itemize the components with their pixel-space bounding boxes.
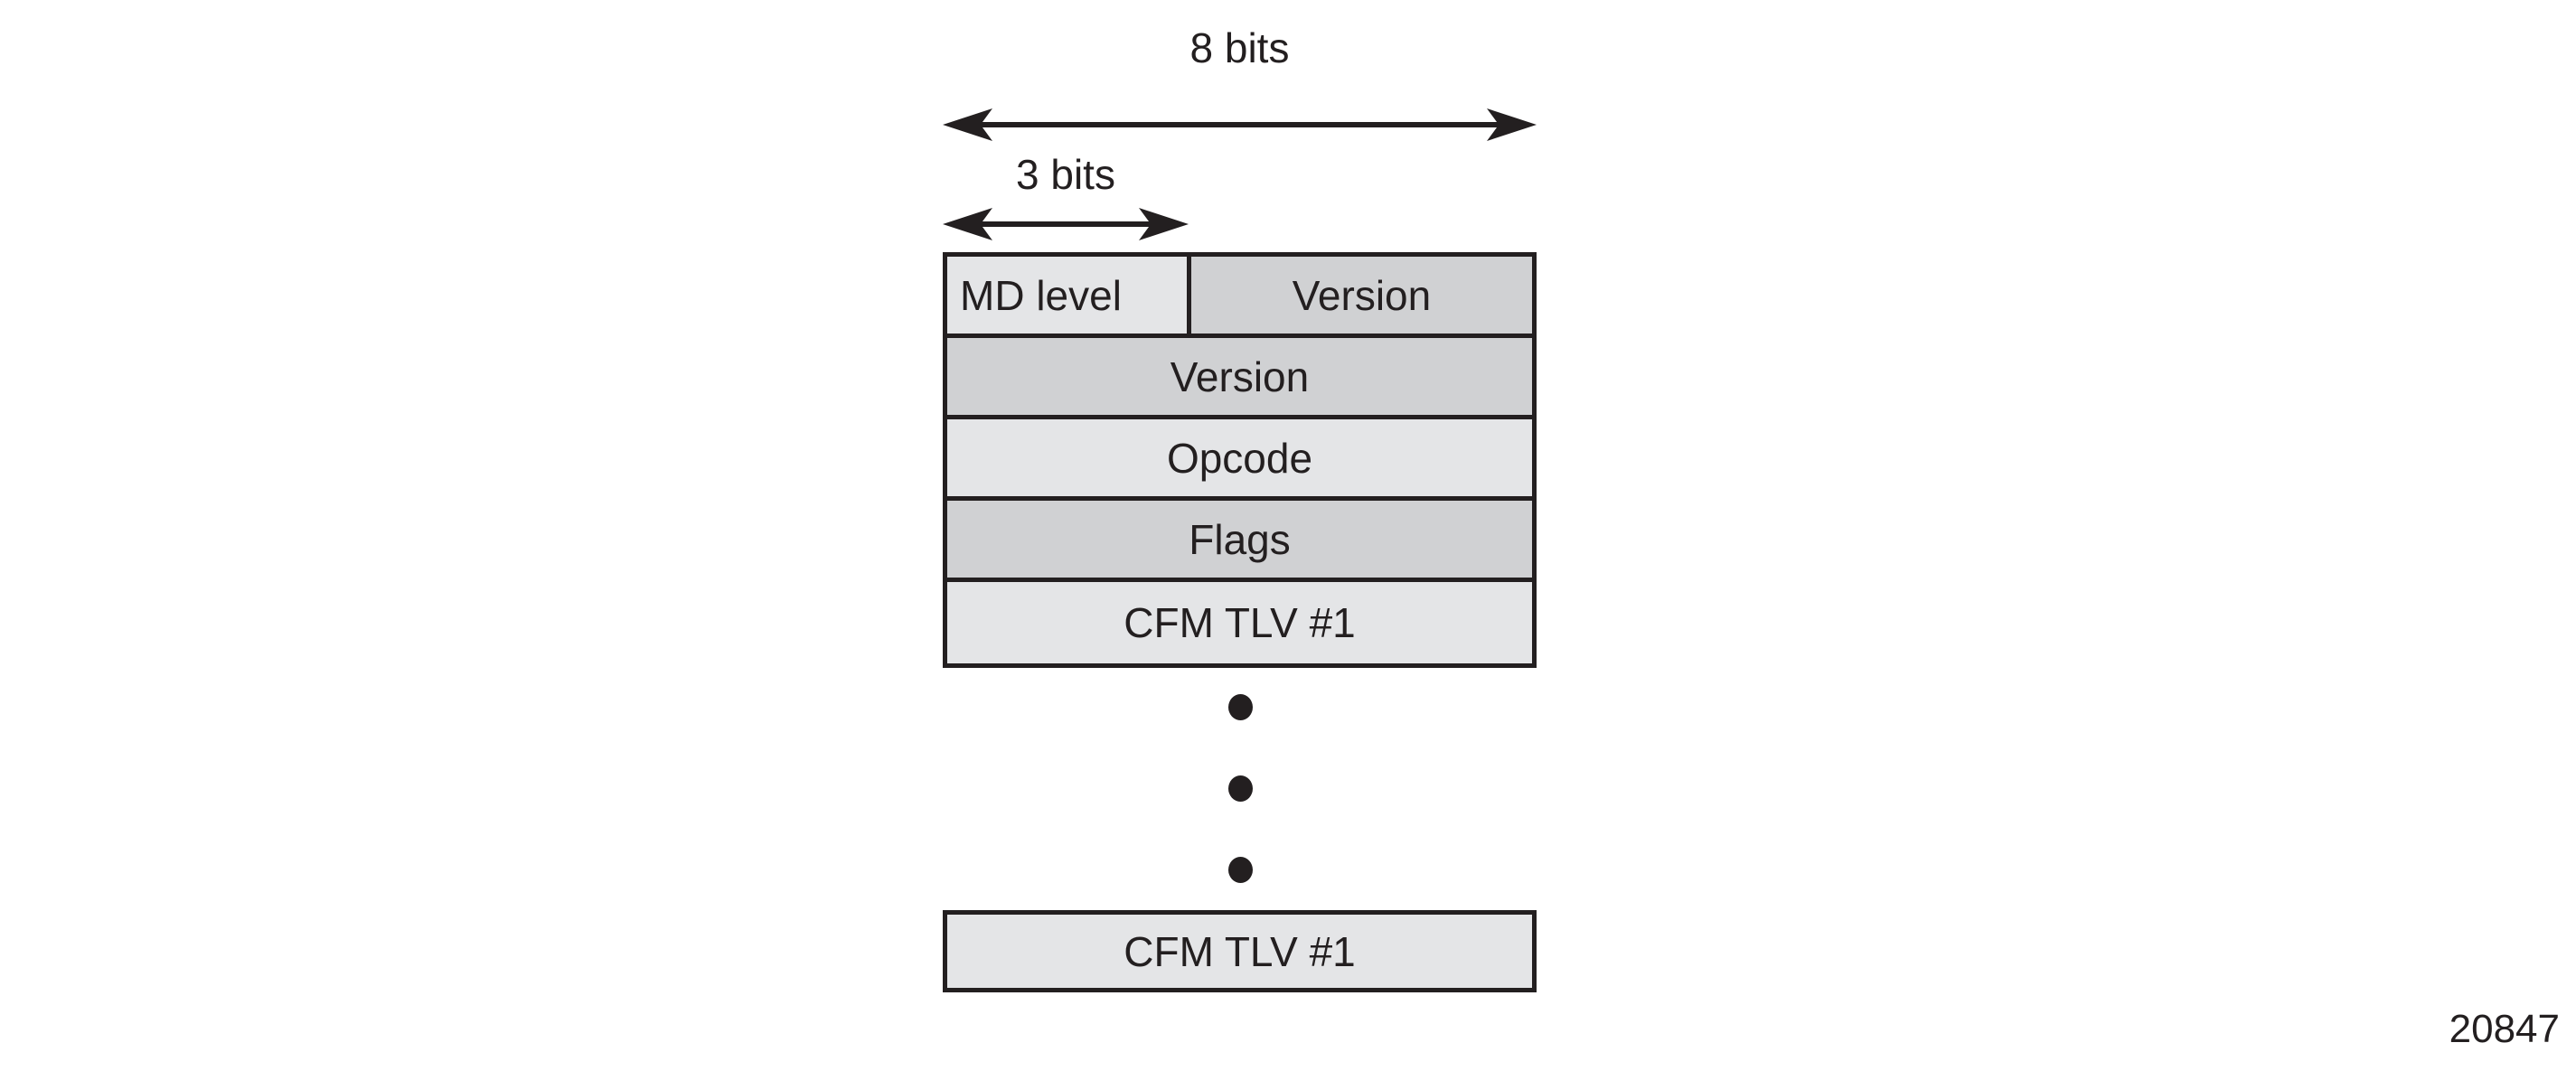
field-row: Version [947, 338, 1532, 419]
field-row: MD level Version [947, 257, 1532, 338]
ellipsis-dot-icon [1228, 775, 1253, 802]
field-label: Version [1292, 271, 1432, 319]
dimension-arrow-8-bits [943, 108, 1537, 141]
field-label: CFM TLV #1 [1123, 927, 1356, 975]
field-row: CFM TLV #1 [947, 582, 1532, 663]
field-label: Flags [1189, 515, 1291, 563]
field-row-trailing: CFM TLV #1 [943, 910, 1537, 992]
field-label: MD level [960, 271, 1122, 319]
field-row: Opcode [947, 419, 1532, 501]
dimension-label-3-bits: 3 bits [1016, 151, 1115, 198]
ellipsis-dot-icon [1228, 857, 1253, 883]
dimension-arrow-3-bits [943, 208, 1189, 240]
packet-field-stack: MD level Version Version Opcode Flags CF… [943, 252, 1537, 668]
ellipsis-dot-icon [1228, 694, 1253, 720]
figure-number: 20847 [2449, 1007, 2560, 1051]
field-cell-md-level: MD level [947, 257, 1191, 334]
field-label: Opcode [1166, 434, 1313, 482]
field-row: Flags [947, 501, 1532, 582]
dimension-label-8-bits: 8 bits [1189, 24, 1290, 71]
field-cell-version: Version [1191, 257, 1532, 334]
field-label: CFM TLV #1 [1123, 599, 1356, 646]
field-label: Version [1170, 352, 1310, 400]
